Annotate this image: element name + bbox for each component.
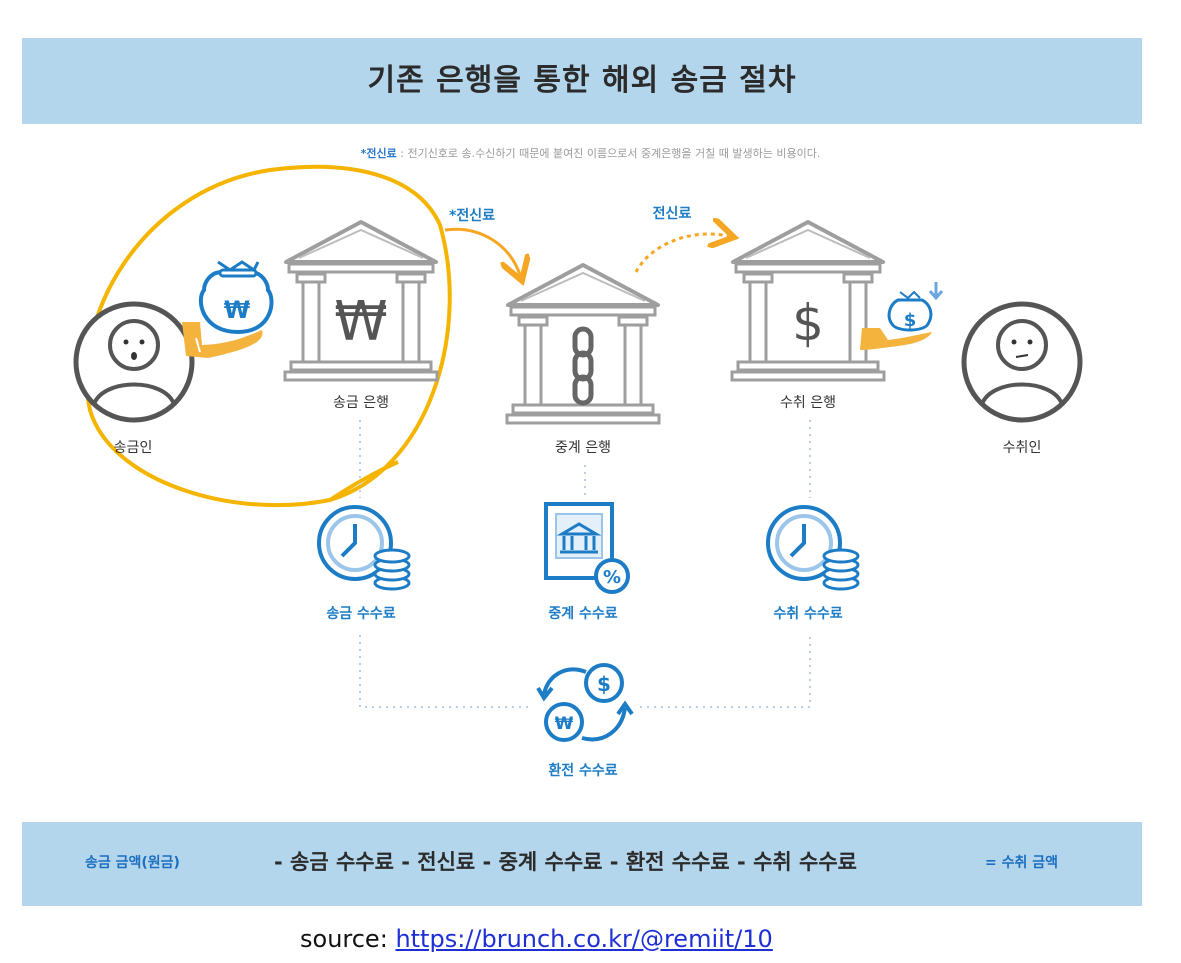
- page-title: 기존 은행을 통한 해외 송금 절차: [367, 63, 797, 98]
- telegraph-arrow-2: [634, 234, 728, 273]
- receiving-bank-label: 수취 은행: [780, 395, 836, 411]
- telegraph-arrow-1: [444, 227, 520, 275]
- sender-hand-icon: [182, 322, 263, 358]
- footnote: *전신료 : 전기신호로 송.수신하기 때문에 붙여진 이름으로서 중계은행을 …: [0, 145, 1181, 161]
- intermediary-bank-label: 중계 은행: [555, 440, 611, 456]
- exchange-dollar-symbol: $: [597, 672, 611, 696]
- intermediary-fee-label: 중계 수수료: [548, 606, 618, 622]
- receiving-bank-dollar-symbol: $: [792, 294, 824, 352]
- receiver-hand-icon: [860, 328, 932, 350]
- receiving-fee-label: 수취 수수료: [773, 606, 843, 622]
- sending-fee-clock-icon: [317, 505, 393, 581]
- source-link[interactable]: https://brunch.co.kr/@remiit/10: [395, 925, 773, 953]
- sending-bank-won-symbol: ₩: [334, 290, 387, 353]
- footnote-key: *전신료: [360, 147, 397, 160]
- highlight-circle: [84, 164, 452, 508]
- percent-badge-icon: %: [594, 558, 630, 594]
- source-line: source: https://brunch.co.kr/@remiit/10: [300, 925, 773, 953]
- formula-deductions: - 송금 수수료 - 전신료 - 중계 수수료 - 환전 수수료 - 수취 수수…: [274, 850, 857, 874]
- sending-fee-label: 송금 수수료: [326, 606, 396, 622]
- sending-bank-label: 송금 은행: [333, 395, 389, 411]
- footnote-text: : 전기신호로 송.수신하기 때문에 붙여진 이름으로서 중계은행을 거칠 때 …: [396, 147, 821, 160]
- sending-fee-coins-icon: [373, 548, 411, 591]
- formula-band: [22, 822, 1142, 906]
- won-money-bag-icon: ₩: [199, 260, 274, 335]
- formula-principal: 송금 금액(원금): [85, 855, 180, 871]
- formula-received-amount: = 수취 금액: [985, 855, 1058, 871]
- bag-dollar-symbol: $: [904, 310, 917, 331]
- receiver-person-icon: [961, 301, 1083, 423]
- receiving-fee-coins-icon: [822, 548, 860, 591]
- sending-bank-icon: ₩: [283, 220, 439, 382]
- sender-label: 송금인: [113, 440, 153, 456]
- telegraph-fee-label-1: *전신료: [449, 208, 495, 224]
- chain-icon: [572, 326, 594, 406]
- sender-person-icon: [73, 301, 195, 423]
- receiver-label: 수취인: [1002, 440, 1042, 456]
- dotted-connectors: [359, 420, 811, 708]
- percent-symbol: %: [603, 567, 621, 588]
- intermediary-bank-icon: [505, 263, 661, 425]
- receiving-fee-clock-icon: [766, 505, 842, 581]
- exchange-won-symbol: ₩: [555, 714, 574, 734]
- exchange-fee-icon: $ ₩: [536, 663, 634, 742]
- header-band: [22, 38, 1142, 124]
- receiving-bank-icon: $: [730, 220, 886, 382]
- telegraph-fee-label-2: 전신료: [652, 206, 692, 222]
- source-label: source:: [300, 925, 388, 953]
- down-arrow-icon: [928, 282, 944, 301]
- won-symbol: ₩: [224, 296, 251, 324]
- dollar-money-bag-icon: $: [887, 282, 944, 332]
- exchange-fee-label: 환전 수수료: [548, 763, 618, 779]
